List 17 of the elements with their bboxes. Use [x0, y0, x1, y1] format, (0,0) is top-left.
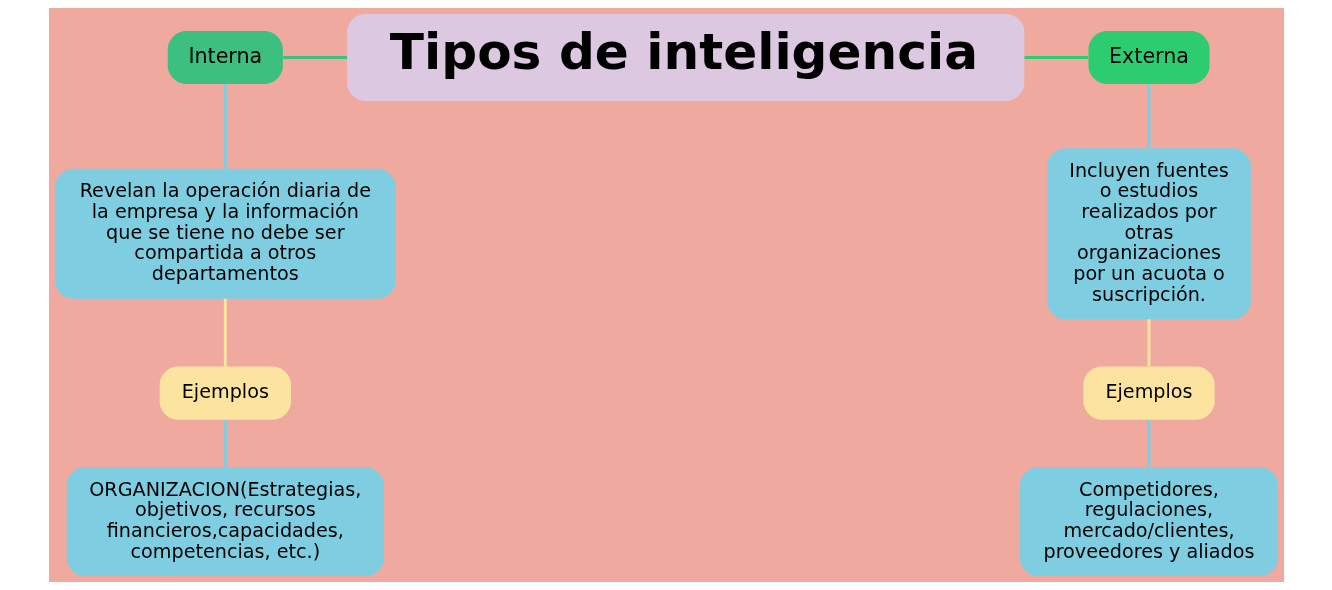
node-box: Incluyen fuentes o estudios realizados por otras organizaciones por un acuota o suscripción.: [1046, 148, 1251, 320]
connector: [1147, 420, 1150, 467]
node-box: Interna: [167, 30, 283, 84]
node-box: ORGANIZACION(Estrategias, objetivos, recursos financieros,capacidades, competencias, etc.): [66, 466, 384, 577]
connector: [223, 420, 227, 467]
connector: [1147, 84, 1150, 148]
node-box: Externa: [1088, 30, 1209, 84]
node-box: Tipos de inteligencia: [346, 13, 1024, 101]
node-box: Ejemplos: [1082, 366, 1215, 420]
node-box: Ejemplos: [159, 366, 291, 420]
connector: [223, 298, 227, 367]
node-box: Revelan la operación diaria de la empresa y la información que se tiene no debe ser compartida a otros departamentos: [54, 168, 396, 299]
connector: [282, 55, 347, 59]
node-box: Competidores, regulaciones, mercado/clientes, proveedores y aliados: [1019, 466, 1278, 577]
connector: [1024, 55, 1088, 59]
connector: [223, 84, 227, 169]
connector: [1147, 319, 1150, 367]
